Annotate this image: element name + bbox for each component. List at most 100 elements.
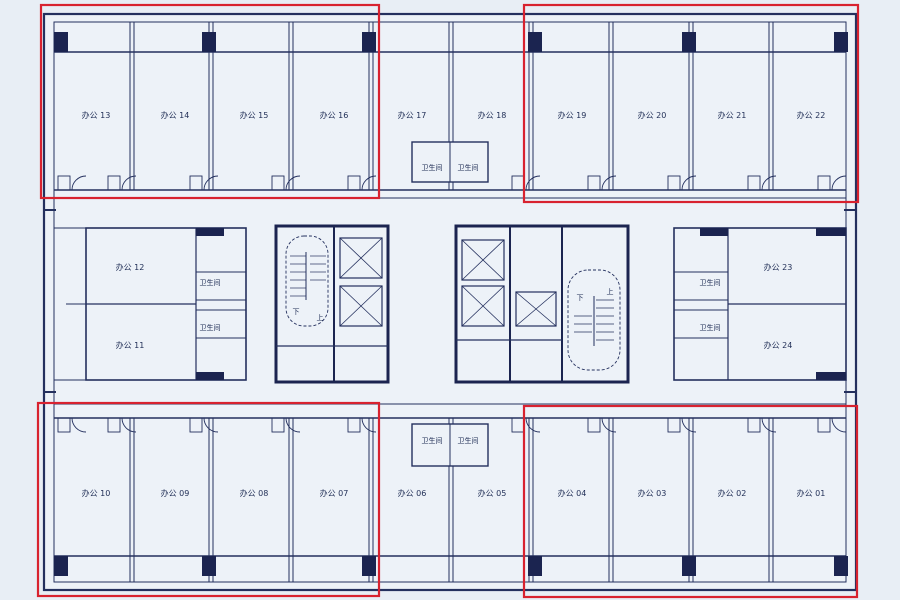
door-swing bbox=[361, 417, 377, 433]
core-right: 下 上 bbox=[454, 224, 630, 384]
door-swing bbox=[831, 175, 847, 191]
room-label: 办公 19 bbox=[558, 110, 587, 120]
column bbox=[682, 32, 696, 52]
door-swing bbox=[831, 417, 847, 433]
room-label: 办公 12 bbox=[116, 262, 145, 272]
door-swing bbox=[525, 175, 541, 191]
door-swing bbox=[121, 175, 137, 191]
door-swing bbox=[71, 175, 87, 191]
door-swing bbox=[285, 175, 301, 191]
left-wing: 卫生间 卫生间 bbox=[54, 227, 247, 381]
room-label: 办公 03 bbox=[638, 488, 667, 498]
door-frame bbox=[667, 417, 681, 433]
column bbox=[682, 556, 696, 576]
room-label: 办公 06 bbox=[398, 488, 427, 498]
door-swing bbox=[203, 175, 219, 191]
structural-columns bbox=[54, 32, 848, 576]
column bbox=[528, 32, 542, 52]
column bbox=[202, 32, 216, 52]
right-wing: 卫生间 卫生间 bbox=[673, 227, 847, 381]
door-swing bbox=[71, 417, 87, 433]
stair-up-label: 上 bbox=[607, 287, 614, 296]
restroom-label: 卫生间 bbox=[458, 436, 479, 445]
room-label: 办公 23 bbox=[764, 262, 793, 272]
door-frame bbox=[57, 175, 71, 191]
column bbox=[54, 556, 68, 576]
door-frame bbox=[57, 417, 71, 433]
door-swing bbox=[203, 417, 219, 433]
room-labels: 办公 13 办公 14 办公 15 办公 16 办公 17 办公 18 办公 1… bbox=[82, 110, 826, 498]
door-frame bbox=[347, 175, 361, 191]
doors bbox=[57, 175, 847, 433]
column bbox=[362, 32, 376, 52]
door-swing bbox=[601, 175, 617, 191]
room-label: 办公 21 bbox=[718, 110, 747, 120]
door-frame bbox=[587, 175, 601, 191]
restroom-block-top: 卫生间 卫生间 bbox=[411, 141, 489, 183]
column bbox=[54, 32, 68, 52]
highlight-box-bottom-left bbox=[36, 401, 381, 598]
door-swing bbox=[681, 175, 697, 191]
highlight-box-top-right bbox=[522, 3, 860, 204]
stair-up-label: 上 bbox=[317, 313, 324, 322]
room-label: 办公 17 bbox=[398, 110, 427, 120]
room-label: 办公 20 bbox=[638, 110, 667, 120]
office-bands bbox=[54, 51, 846, 557]
highlight-box-top-left bbox=[39, 3, 381, 200]
room-label: 办公 04 bbox=[558, 488, 587, 498]
door-frame bbox=[667, 175, 681, 191]
column bbox=[834, 32, 848, 52]
highlight-boxes bbox=[36, 3, 860, 599]
door-frame bbox=[189, 175, 203, 191]
restroom-block-bottom: 卫生间 卫生间 bbox=[411, 423, 489, 467]
door-frame bbox=[271, 417, 285, 433]
room-label: 办公 11 bbox=[116, 340, 145, 350]
restroom-label: 卫生间 bbox=[200, 323, 221, 332]
restroom-label: 卫生间 bbox=[200, 278, 221, 287]
door-frame bbox=[189, 417, 203, 433]
restroom-label: 卫生间 bbox=[422, 436, 443, 445]
column bbox=[834, 556, 848, 576]
room-label: 办公 05 bbox=[478, 488, 507, 498]
restroom-label: 卫生间 bbox=[422, 163, 443, 172]
stair-down-label: 下 bbox=[293, 308, 300, 316]
door-swing bbox=[761, 175, 777, 191]
room-label: 办公 18 bbox=[478, 110, 507, 120]
door-swing bbox=[601, 417, 617, 433]
room-label: 办公 13 bbox=[82, 110, 111, 120]
door-swing bbox=[681, 417, 697, 433]
door-swing bbox=[761, 417, 777, 433]
room-label: 办公 09 bbox=[161, 488, 190, 498]
core-left: 下 上 bbox=[274, 224, 390, 384]
column bbox=[202, 556, 216, 576]
door-swing bbox=[285, 417, 301, 433]
room-label: 办公 02 bbox=[718, 488, 747, 498]
highlight-box-bottom-right bbox=[522, 404, 859, 599]
door-frame bbox=[817, 175, 831, 191]
restroom-label: 卫生间 bbox=[458, 163, 479, 172]
room-label: 办公 22 bbox=[797, 110, 826, 120]
room-label: 办公 08 bbox=[240, 488, 269, 498]
stair-down-label: 下 bbox=[577, 294, 584, 302]
door-frame bbox=[587, 417, 601, 433]
room-label: 办公 07 bbox=[320, 488, 349, 498]
column bbox=[528, 556, 542, 576]
restroom-label: 卫生间 bbox=[700, 278, 721, 287]
door-frame bbox=[747, 417, 761, 433]
door-frame bbox=[107, 417, 121, 433]
door-swing bbox=[361, 175, 377, 191]
room-label: 办公 24 bbox=[764, 340, 793, 350]
door-frame bbox=[347, 417, 361, 433]
column bbox=[362, 556, 376, 576]
door-frame bbox=[817, 417, 831, 433]
room-label: 办公 16 bbox=[320, 110, 349, 120]
room-label: 办公 10 bbox=[82, 488, 111, 498]
room-label: 办公 15 bbox=[240, 110, 269, 120]
restroom-label: 卫生间 bbox=[700, 323, 721, 332]
door-swing bbox=[121, 417, 137, 433]
room-label: 办公 14 bbox=[161, 110, 190, 120]
door-swing bbox=[525, 417, 541, 433]
door-frame bbox=[107, 175, 121, 191]
door-frame bbox=[747, 175, 761, 191]
